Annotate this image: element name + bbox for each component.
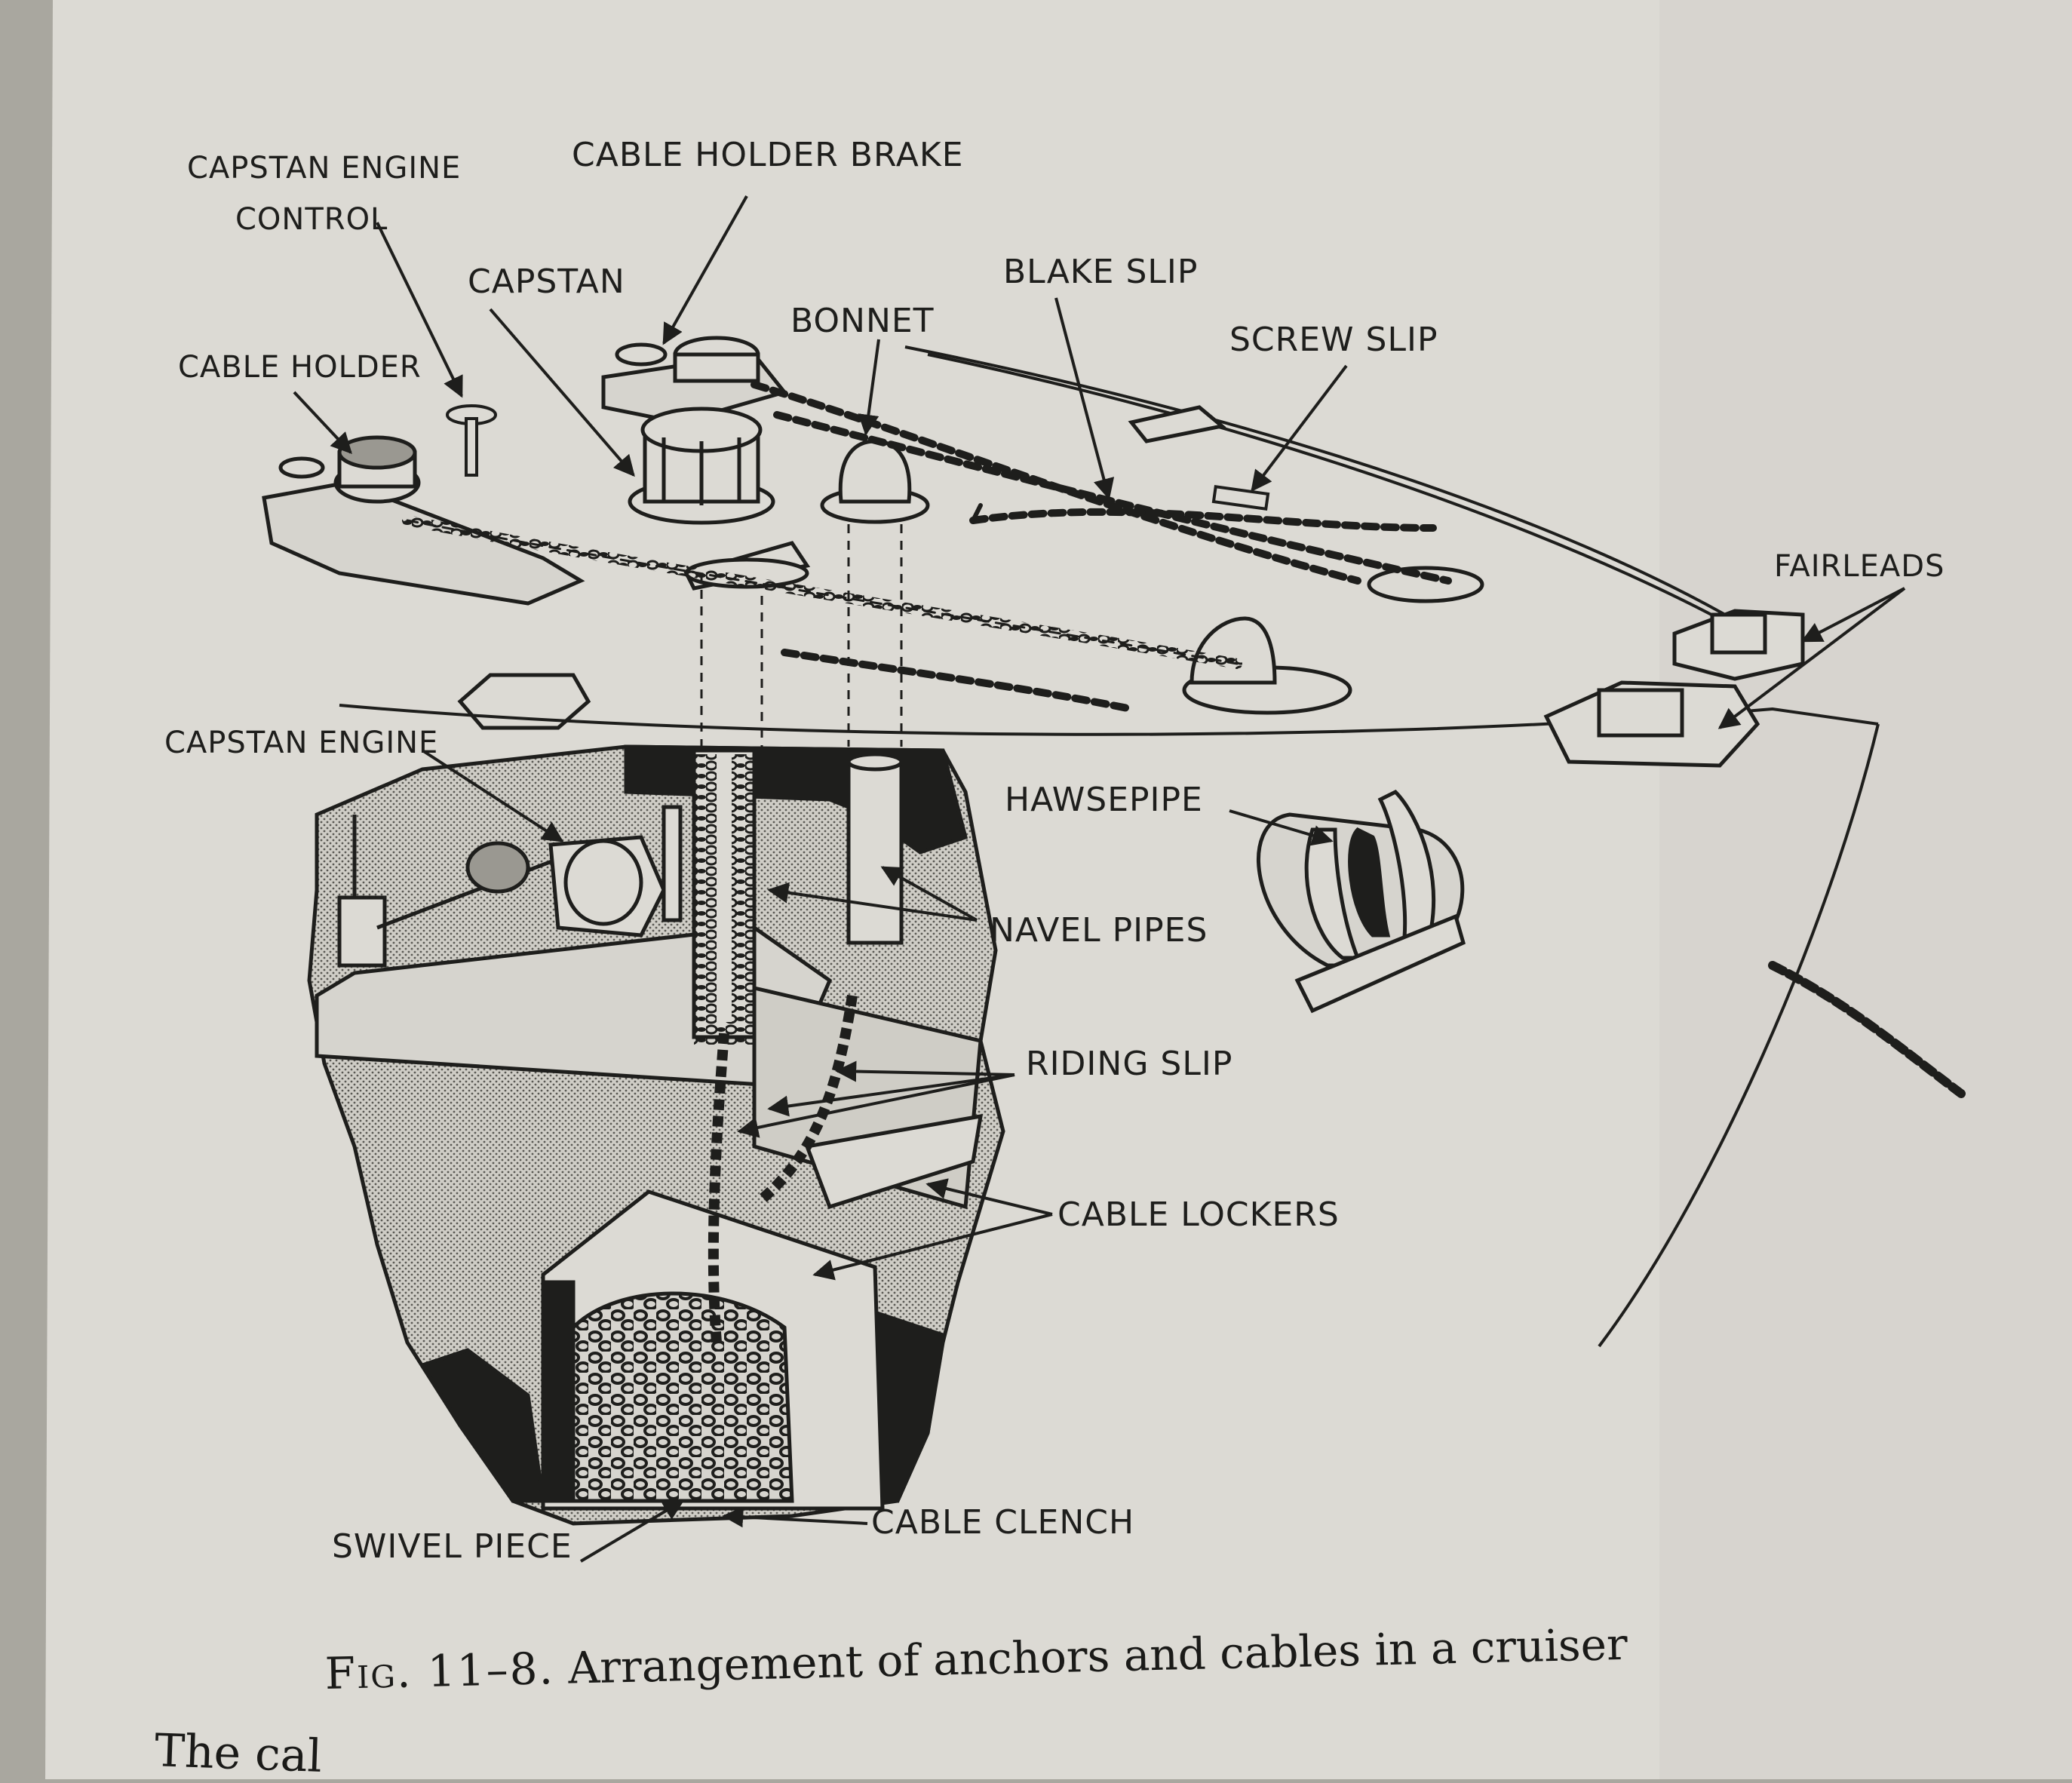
capstan-machine bbox=[601, 336, 788, 525]
anchor-in-hawsepipe bbox=[1257, 789, 1466, 1014]
label-fairleads: FAIRLEADS bbox=[1774, 549, 1945, 584]
navel-pipes-shapes bbox=[692, 748, 904, 1343]
label-capstan-engine-control-1: CAPSTAN ENGINE bbox=[187, 151, 462, 186]
label-navel-pipes: NAVEL PIPES bbox=[990, 911, 1208, 950]
label-screw-slip: SCREW SLIP bbox=[1229, 321, 1438, 359]
label-hawsepipe: HAWSEPIPE bbox=[1005, 781, 1203, 819]
label-cable-holder-brake: CABLE HOLDER BRAKE bbox=[572, 136, 964, 174]
leader-lines bbox=[293, 195, 1906, 1563]
label-capstan: CAPSTAN bbox=[468, 262, 625, 301]
bonnet-fitting bbox=[820, 439, 930, 524]
paper-shade-right bbox=[1659, 0, 2072, 1779]
figure-number: Fig. 11–8. bbox=[324, 1643, 555, 1699]
label-capstan-engine: CAPSTAN ENGINE bbox=[164, 726, 439, 760]
cutaway bbox=[307, 744, 1005, 1526]
label-cable-lockers: CABLE LOCKERS bbox=[1057, 1195, 1340, 1234]
label-riding-slip: RIDING SLIP bbox=[1026, 1045, 1233, 1083]
label-capstan-engine-control-2: CONTROL bbox=[235, 202, 388, 237]
deck-pipe-fittings bbox=[457, 405, 1484, 730]
cable-holder-machine bbox=[262, 435, 585, 606]
label-bonnet: BONNET bbox=[790, 302, 935, 340]
label-swivel-piece: SWIVEL PIECE bbox=[332, 1527, 572, 1566]
label-blake-slip: BLAKE SLIP bbox=[1003, 253, 1199, 291]
label-cable-clench: CABLE CLENCH bbox=[871, 1503, 1135, 1542]
navel-pipe-guides bbox=[700, 524, 903, 747]
capstan-engine-machine bbox=[337, 805, 683, 968]
label-cable-holder: CABLE HOLDER bbox=[178, 350, 422, 385]
deck-chains bbox=[402, 381, 1966, 1098]
body-text-fragment: The cal bbox=[153, 1724, 323, 1783]
capstan-engine-control-wheel bbox=[446, 404, 497, 477]
